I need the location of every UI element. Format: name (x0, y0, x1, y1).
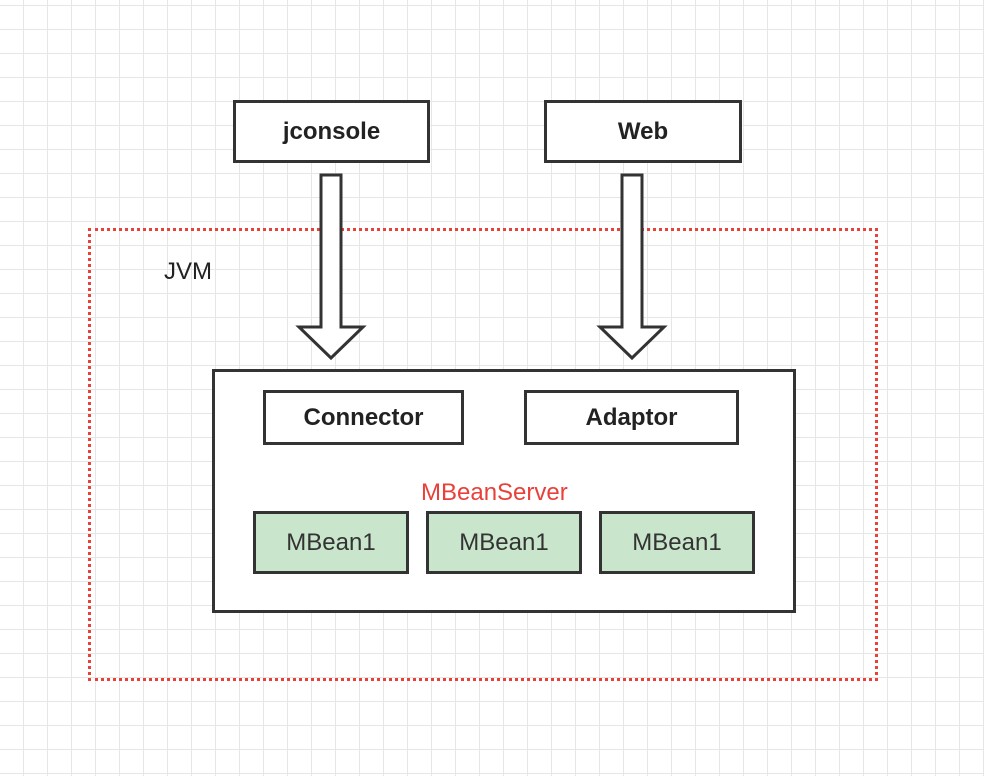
arrow-web-to-adaptor (596, 173, 668, 361)
mbean-label: MBean1 (632, 528, 722, 556)
connector-box: Connector (263, 390, 464, 445)
web-label: Web (617, 117, 669, 145)
jconsole-box: jconsole (233, 100, 430, 163)
mbean-label: MBean1 (286, 528, 376, 556)
connector-label: Connector (303, 403, 424, 431)
jvm-label: JVM (164, 258, 212, 285)
mbean-label: MBean1 (459, 528, 549, 556)
mbean-server-label: MBeanServer (421, 479, 568, 506)
jconsole-label: jconsole (282, 117, 381, 145)
mbean-box: MBean1 (253, 511, 409, 574)
web-box: Web (544, 100, 742, 163)
jvm-boundary (88, 228, 878, 681)
mbean-box: MBean1 (599, 511, 755, 574)
arrow-jconsole-to-connector (295, 173, 367, 361)
adaptor-label: Adaptor (585, 403, 678, 431)
mbean-box: MBean1 (426, 511, 582, 574)
adaptor-box: Adaptor (524, 390, 739, 445)
